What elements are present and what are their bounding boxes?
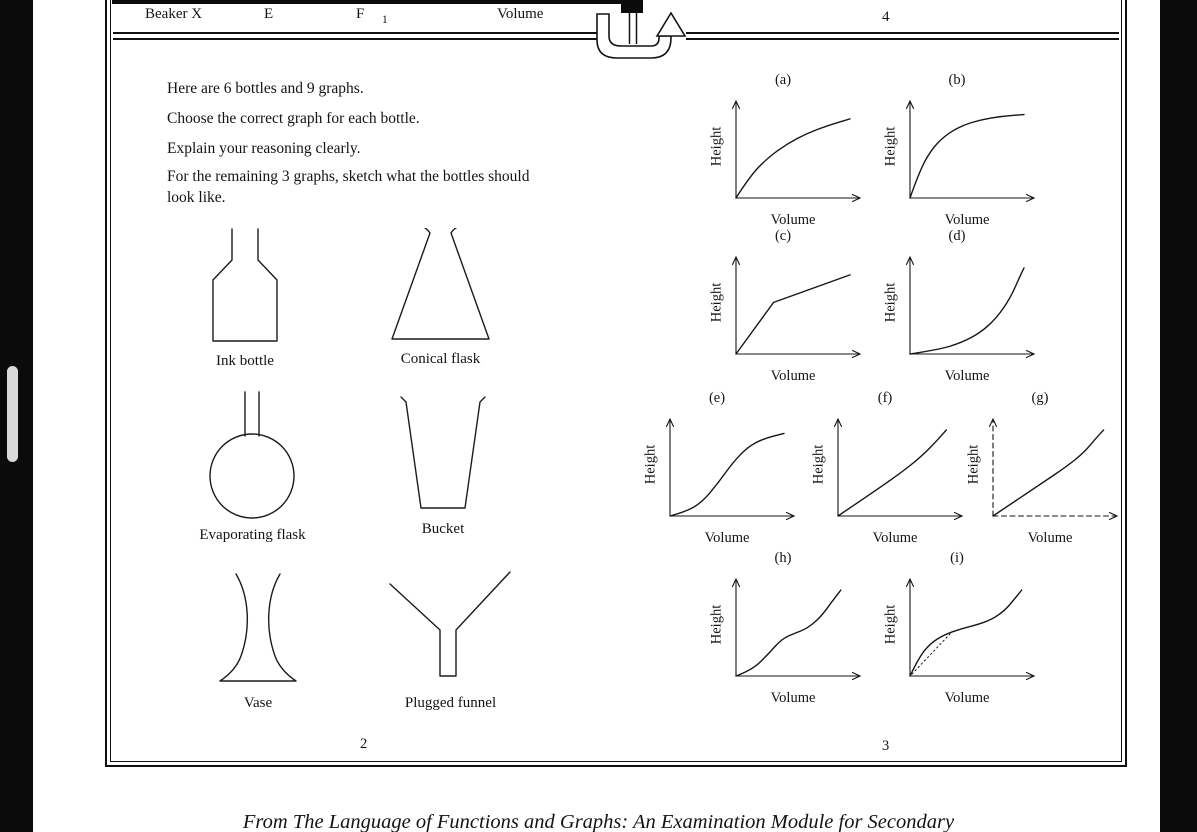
evaporating-flask-drawing: [209, 391, 295, 519]
plugged-funnel-drawing: [389, 571, 511, 677]
graph-letter-label: (e): [708, 390, 726, 406]
x-axis-label: Volume: [944, 690, 990, 706]
bottle-plugged-funnel: Plugged funnel: [378, 568, 523, 712]
header-rule-top-left: [113, 32, 597, 34]
instruction-line-4: For the remaining 3 graphs, sketch what …: [167, 168, 530, 206]
page-number-right: 3: [882, 738, 890, 754]
bottle-label: Evaporating flask: [199, 527, 306, 543]
bottle-label: Bucket: [421, 521, 465, 537]
footer-citation: From The Language of Functions and Graph…: [242, 811, 955, 832]
bottle-bucket: Bucket: [388, 396, 498, 538]
graph-i: (i) Height Volume: [872, 550, 1042, 712]
graph-letter-label: (d): [948, 228, 966, 244]
instruction-line-3: Explain your reasoning clearly.: [167, 140, 361, 157]
x-axis-label: Volume: [872, 530, 918, 546]
graph-d: (d) Height Volume: [872, 228, 1042, 390]
header-rule-top-right: [686, 32, 1119, 34]
bottle-label: Ink bottle: [216, 353, 274, 369]
right-black-bar: [1160, 0, 1197, 832]
vase-drawing: [219, 573, 297, 682]
page-border-inner: [110, 0, 1122, 762]
plot-h: [731, 577, 862, 681]
graph-h: (h) Height Volume: [698, 550, 868, 712]
bottle-label: Conical flask: [400, 351, 481, 367]
graph-letter-label: (a): [774, 72, 792, 88]
plot-g: [988, 417, 1119, 521]
graph-c: (c) Height Volume: [698, 228, 868, 390]
graph-a: (a) Height Volume: [698, 72, 868, 234]
graph-letter-label: (c): [774, 228, 792, 244]
page-number-left: 2: [360, 736, 368, 752]
header-label-f-subscript: 1: [382, 14, 388, 26]
graph-letter-label: (i): [950, 550, 964, 566]
plot-c: [731, 255, 862, 359]
graph-g: (g) Height Volume: [955, 390, 1125, 552]
x-axis-label: Volume: [1027, 530, 1073, 546]
header-beaker-label: Beaker X: [145, 6, 203, 22]
plot-a: [731, 99, 862, 203]
header-volume-label: Volume: [497, 6, 544, 22]
graph-letter-label: (b): [948, 72, 966, 88]
header-label-f: F: [356, 6, 365, 22]
plot-f: [833, 417, 964, 521]
plot-e: [665, 417, 796, 521]
plot-i: [905, 577, 1036, 681]
graph-e: (e) Height Volume: [632, 390, 802, 552]
x-axis-label: Volume: [770, 368, 816, 384]
top-crop-block: [621, 0, 643, 13]
bottle-evaporating-flask: Evaporating flask: [195, 390, 310, 544]
left-black-bar: [0, 0, 33, 832]
header-rule-bottom-left: [113, 38, 597, 40]
instruction-line-2: Choose the correct graph for each bottle…: [167, 110, 420, 127]
graph-letter-label: (f): [877, 390, 893, 406]
x-axis-label: Volume: [770, 212, 816, 228]
instruction-line-1: Here are 6 bottles and 9 graphs.: [167, 80, 364, 97]
graph-b: (b) Height Volume: [872, 72, 1042, 234]
plot-d: [905, 255, 1036, 359]
bottle-vase: Vase: [208, 570, 308, 712]
x-axis-label: Volume: [944, 212, 990, 228]
bottle-conical-flask: Conical flask: [378, 228, 503, 368]
header-page-number: 4: [882, 9, 890, 25]
bottle-ink-bottle: Ink bottle: [185, 226, 305, 370]
graph-f: (f) Height Volume: [800, 390, 970, 552]
x-axis-label: Volume: [704, 530, 750, 546]
bucket-drawing: [400, 396, 486, 509]
x-axis-label: Volume: [770, 690, 816, 706]
graph-letter-label: (g): [1031, 390, 1049, 406]
bottle-label: Vase: [243, 695, 273, 711]
header-rule-bottom-right: [686, 38, 1119, 40]
conical-flask-drawing: [391, 228, 490, 340]
ink-bottle-drawing: [212, 228, 278, 342]
top-crop-line: [112, 0, 632, 4]
header-label-e: E: [264, 6, 274, 22]
bottle-label: Plugged funnel: [404, 695, 497, 711]
u-turn-arrow-icon: [596, 11, 687, 59]
plot-b: [905, 99, 1036, 203]
graph-letter-label: (h): [774, 550, 792, 566]
page-border-outer: [105, 0, 1127, 767]
x-axis-label: Volume: [944, 368, 990, 384]
scrollbar-thumb[interactable]: [7, 366, 18, 462]
